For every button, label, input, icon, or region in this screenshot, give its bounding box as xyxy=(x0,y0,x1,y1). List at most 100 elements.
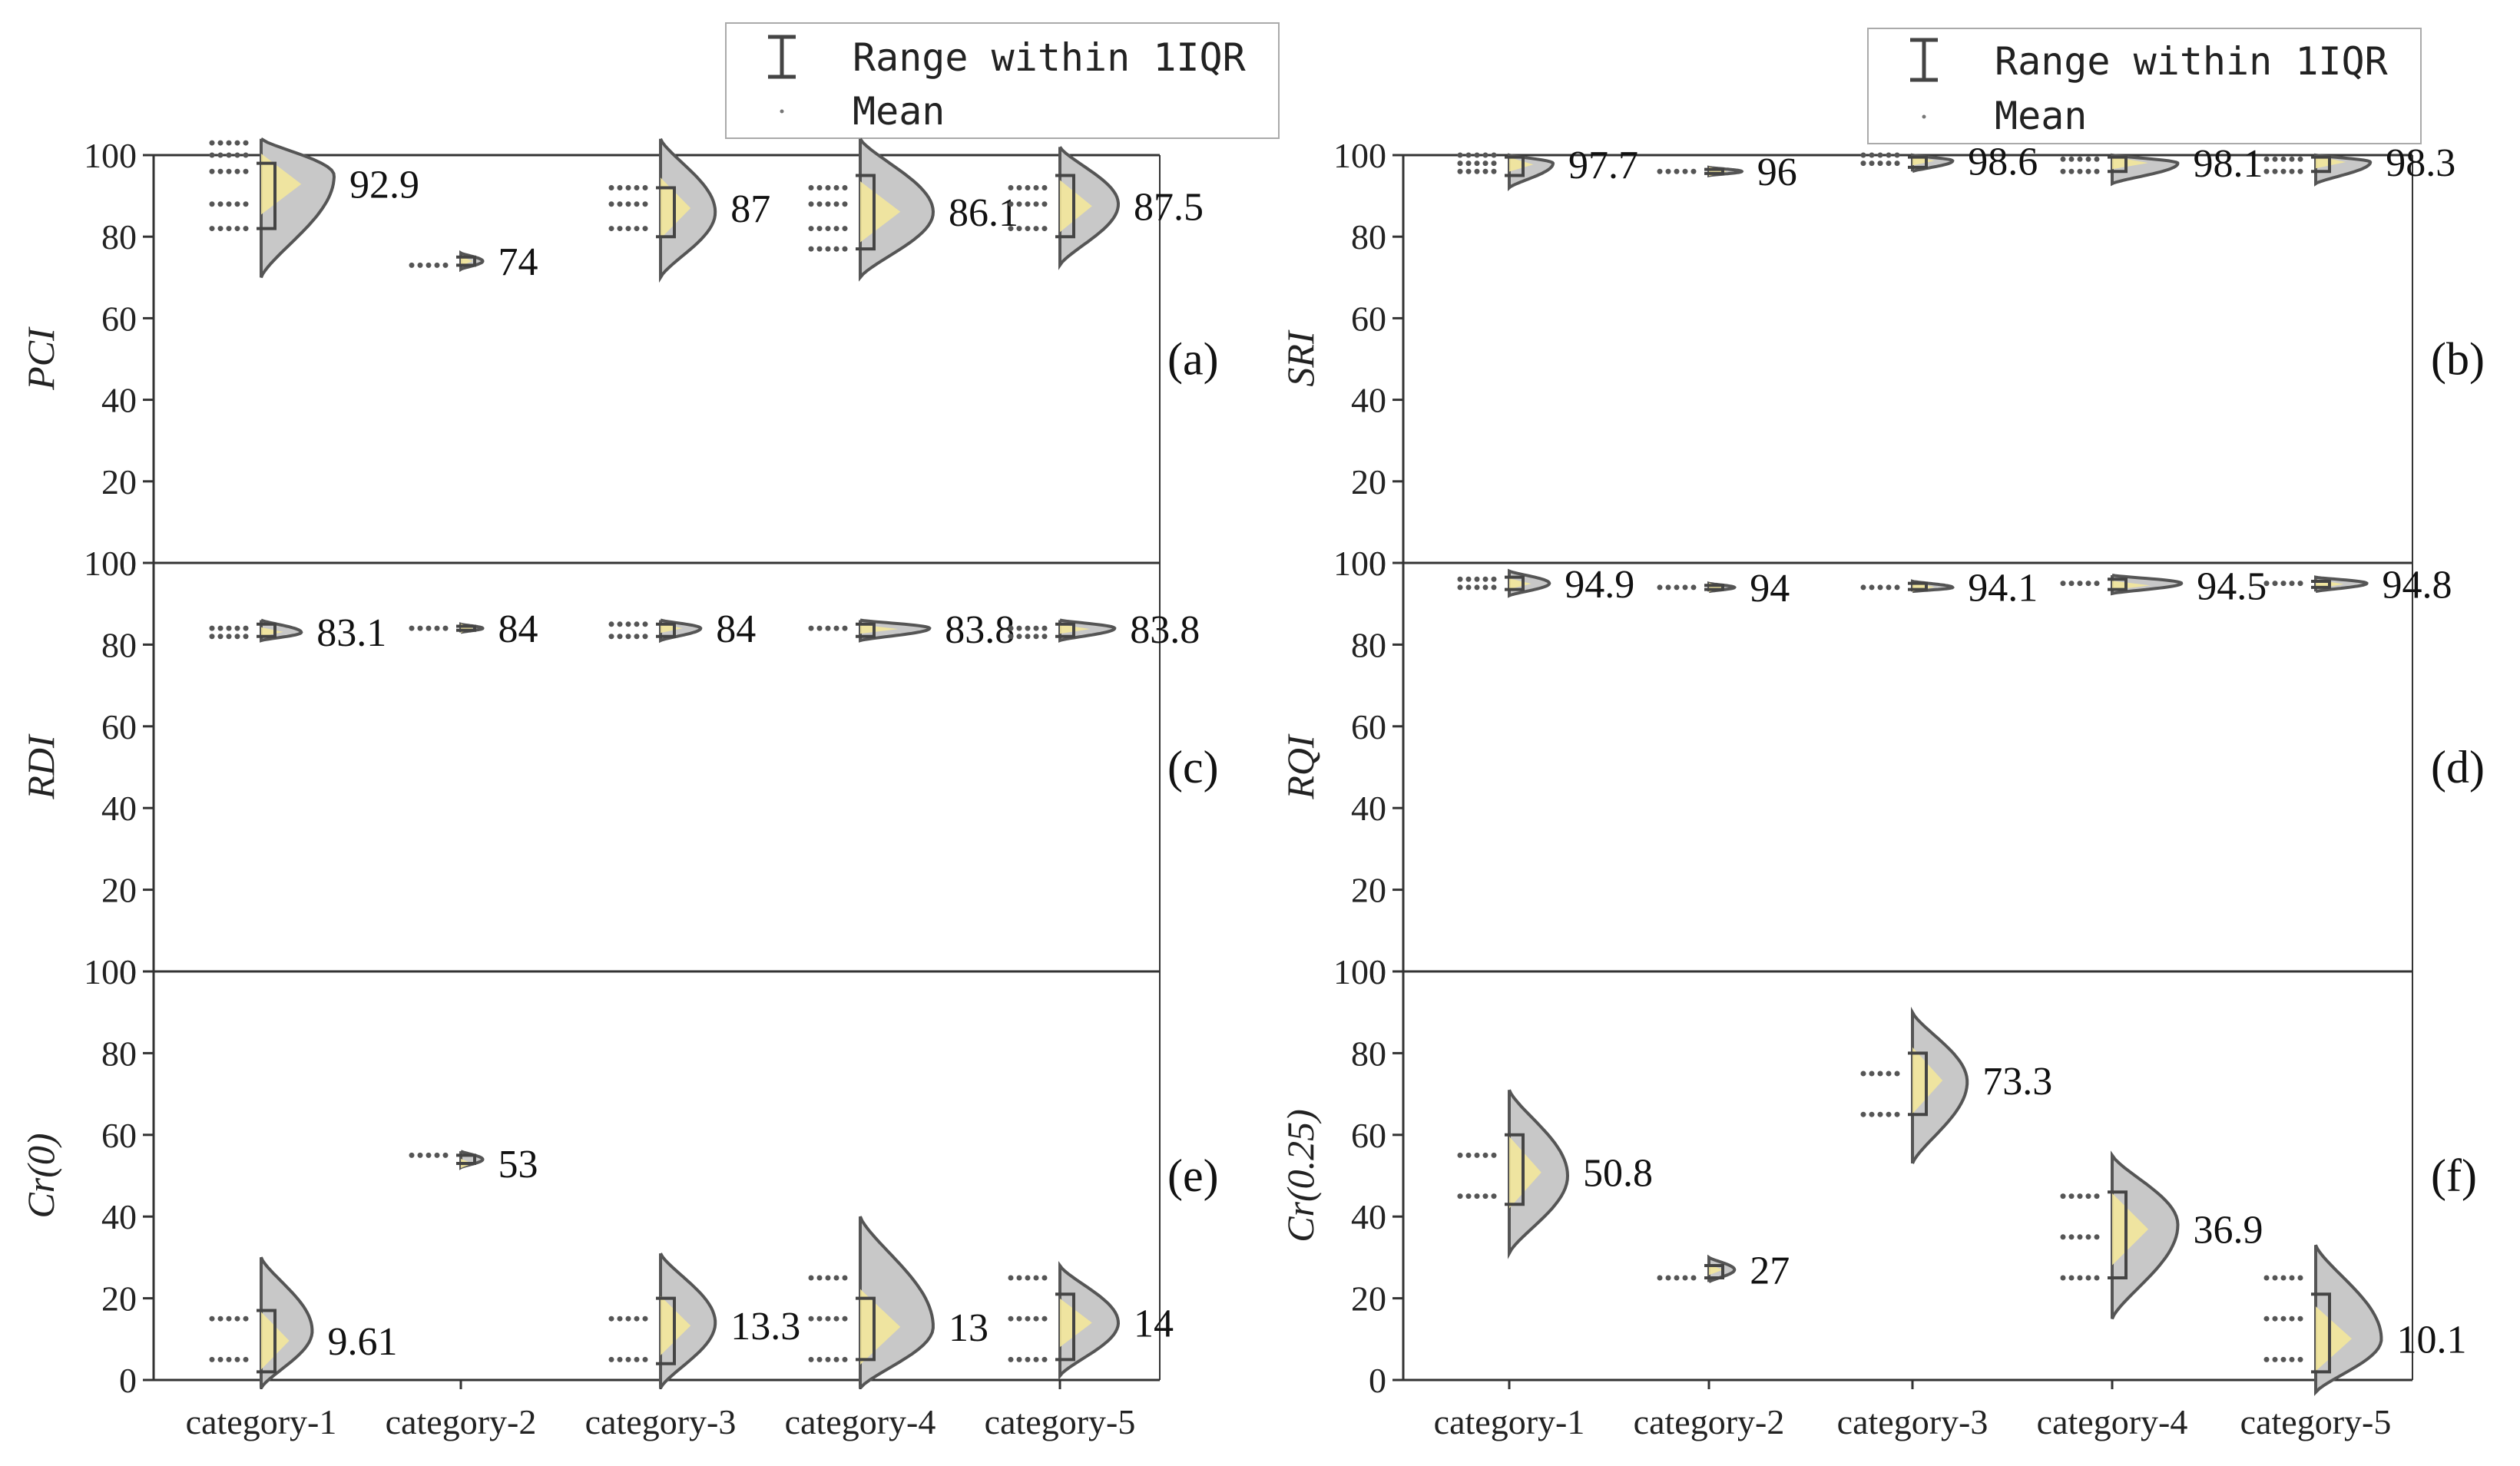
data-point xyxy=(1008,201,1014,207)
data-point xyxy=(816,1315,823,1322)
iqr-range xyxy=(1055,1292,1075,1362)
data-point xyxy=(1877,1071,1883,1077)
y-axis-label: PCI xyxy=(19,326,62,391)
data-point xyxy=(234,1356,240,1362)
data-point xyxy=(2094,1193,2100,1200)
y-tick-label: 60 xyxy=(1351,1116,1386,1155)
y-tick-label: 20 xyxy=(101,871,137,910)
data-point xyxy=(243,201,249,207)
mean-marker xyxy=(2112,156,2149,170)
data-point xyxy=(2060,1234,2066,1240)
data-point xyxy=(2280,1356,2287,1362)
violin-category-5: 94.8 xyxy=(2263,564,2452,607)
data-point xyxy=(825,184,831,190)
y-tick-label: 80 xyxy=(1351,625,1386,664)
data-point xyxy=(1491,168,1497,174)
data-point xyxy=(217,201,224,207)
data-point xyxy=(2297,1315,2303,1322)
iqr-range xyxy=(1505,155,1525,177)
data-point xyxy=(833,1356,839,1362)
data-point xyxy=(2289,156,2295,162)
y-tick-label: 40 xyxy=(101,1197,137,1236)
data-point xyxy=(1033,1356,1039,1362)
data-point xyxy=(634,184,640,190)
range-legend-icon xyxy=(1910,38,1938,82)
iqr-range xyxy=(656,622,676,638)
data-point xyxy=(1033,201,1039,207)
violin-category-1: 83.1 xyxy=(209,611,386,655)
data-point xyxy=(1465,152,1472,158)
data-point xyxy=(2077,168,2083,174)
data-point xyxy=(1877,1111,1883,1117)
data-point xyxy=(1657,584,1663,591)
violin-category-5: 87.5 xyxy=(1008,146,1204,270)
data-point xyxy=(842,246,848,252)
violin-category-3: 13.3 xyxy=(608,1253,800,1389)
violin-category-1: 94.9 xyxy=(1457,563,1634,607)
violin-category-5: 10.1 xyxy=(2263,1244,2467,1396)
data-point xyxy=(1657,1275,1663,1281)
iqr-range xyxy=(456,1153,476,1166)
data-point xyxy=(2068,581,2075,587)
violin-category-1: 9.61 xyxy=(209,1256,398,1389)
data-point xyxy=(409,1152,415,1158)
data-point xyxy=(1860,1071,1866,1077)
data-point xyxy=(825,625,831,631)
data-point xyxy=(1474,584,1480,591)
iqr-range xyxy=(856,174,876,251)
data-point xyxy=(217,1356,224,1362)
data-point xyxy=(833,1275,839,1281)
data-point xyxy=(634,201,640,207)
y-tick-label: 100 xyxy=(84,952,137,991)
data-point xyxy=(1041,226,1048,232)
mean-value-label: 98.3 xyxy=(2386,141,2455,185)
data-point xyxy=(2085,1193,2091,1200)
data-point xyxy=(842,625,848,631)
data-point xyxy=(1016,1356,1022,1362)
data-point xyxy=(816,1356,823,1362)
data-point xyxy=(642,634,648,640)
data-point xyxy=(226,1315,232,1322)
mean-marker xyxy=(1509,157,1534,172)
data-point xyxy=(608,1315,614,1322)
data-point xyxy=(808,226,814,232)
data-point xyxy=(2280,1275,2287,1281)
data-point xyxy=(1033,226,1039,232)
data-point xyxy=(243,140,249,146)
data-point xyxy=(209,625,215,631)
mean-marker xyxy=(261,153,302,215)
y-tick-label: 0 xyxy=(1369,952,1386,991)
y-tick-label: 20 xyxy=(1351,1279,1386,1319)
mean-marker xyxy=(661,624,683,634)
mean-legend-icon xyxy=(1922,114,1926,119)
mean-value-label: 83.1 xyxy=(316,611,386,655)
violin-category-1: 50.8 xyxy=(1457,1089,1653,1259)
data-point xyxy=(642,1356,648,1362)
data-point xyxy=(417,625,423,631)
violin-category-1: 97.7 xyxy=(1457,144,1638,192)
data-point xyxy=(2263,1275,2270,1281)
data-point xyxy=(1041,201,1048,207)
data-point xyxy=(2280,1315,2287,1322)
legend-mean-label: Mean xyxy=(1995,94,2087,138)
data-point xyxy=(842,226,848,232)
data-point xyxy=(842,1275,848,1281)
data-point xyxy=(442,1152,449,1158)
data-point xyxy=(2085,156,2091,162)
violin-shape xyxy=(859,137,935,282)
iqr-range xyxy=(1055,622,1075,638)
violin-category-5: 83.8 xyxy=(1008,608,1200,652)
data-point xyxy=(1465,1193,1472,1200)
iqr-range xyxy=(2108,1190,2128,1279)
x-tick-label: category-2 xyxy=(386,1402,537,1441)
data-point xyxy=(1457,152,1463,158)
y-tick-label: 100 xyxy=(1333,136,1386,175)
data-point xyxy=(2289,168,2295,174)
data-point xyxy=(2094,168,2100,174)
y-tick-label: 40 xyxy=(101,789,137,828)
mean-marker xyxy=(2112,581,2151,591)
data-point xyxy=(608,184,614,190)
data-point xyxy=(1665,168,1671,174)
